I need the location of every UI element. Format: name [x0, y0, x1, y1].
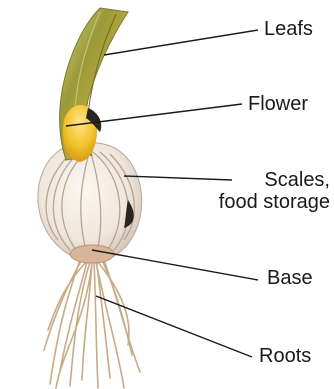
bulb — [38, 143, 142, 262]
leader-line-base — [92, 250, 258, 280]
label-scales-line2: food storage — [174, 191, 330, 213]
label-scales-line1: Scales, — [174, 169, 330, 191]
leader-line-leafs — [104, 30, 258, 55]
label-flower: Flower — [248, 93, 308, 115]
label-roots: Roots — [259, 345, 311, 367]
roots — [44, 256, 140, 388]
label-base: Base — [267, 267, 313, 289]
leader-line-roots — [96, 296, 252, 357]
label-leafs: Leafs — [264, 18, 313, 40]
stem — [60, 8, 128, 162]
label-scales: Scales, food storage — [174, 169, 330, 213]
base — [70, 245, 114, 263]
